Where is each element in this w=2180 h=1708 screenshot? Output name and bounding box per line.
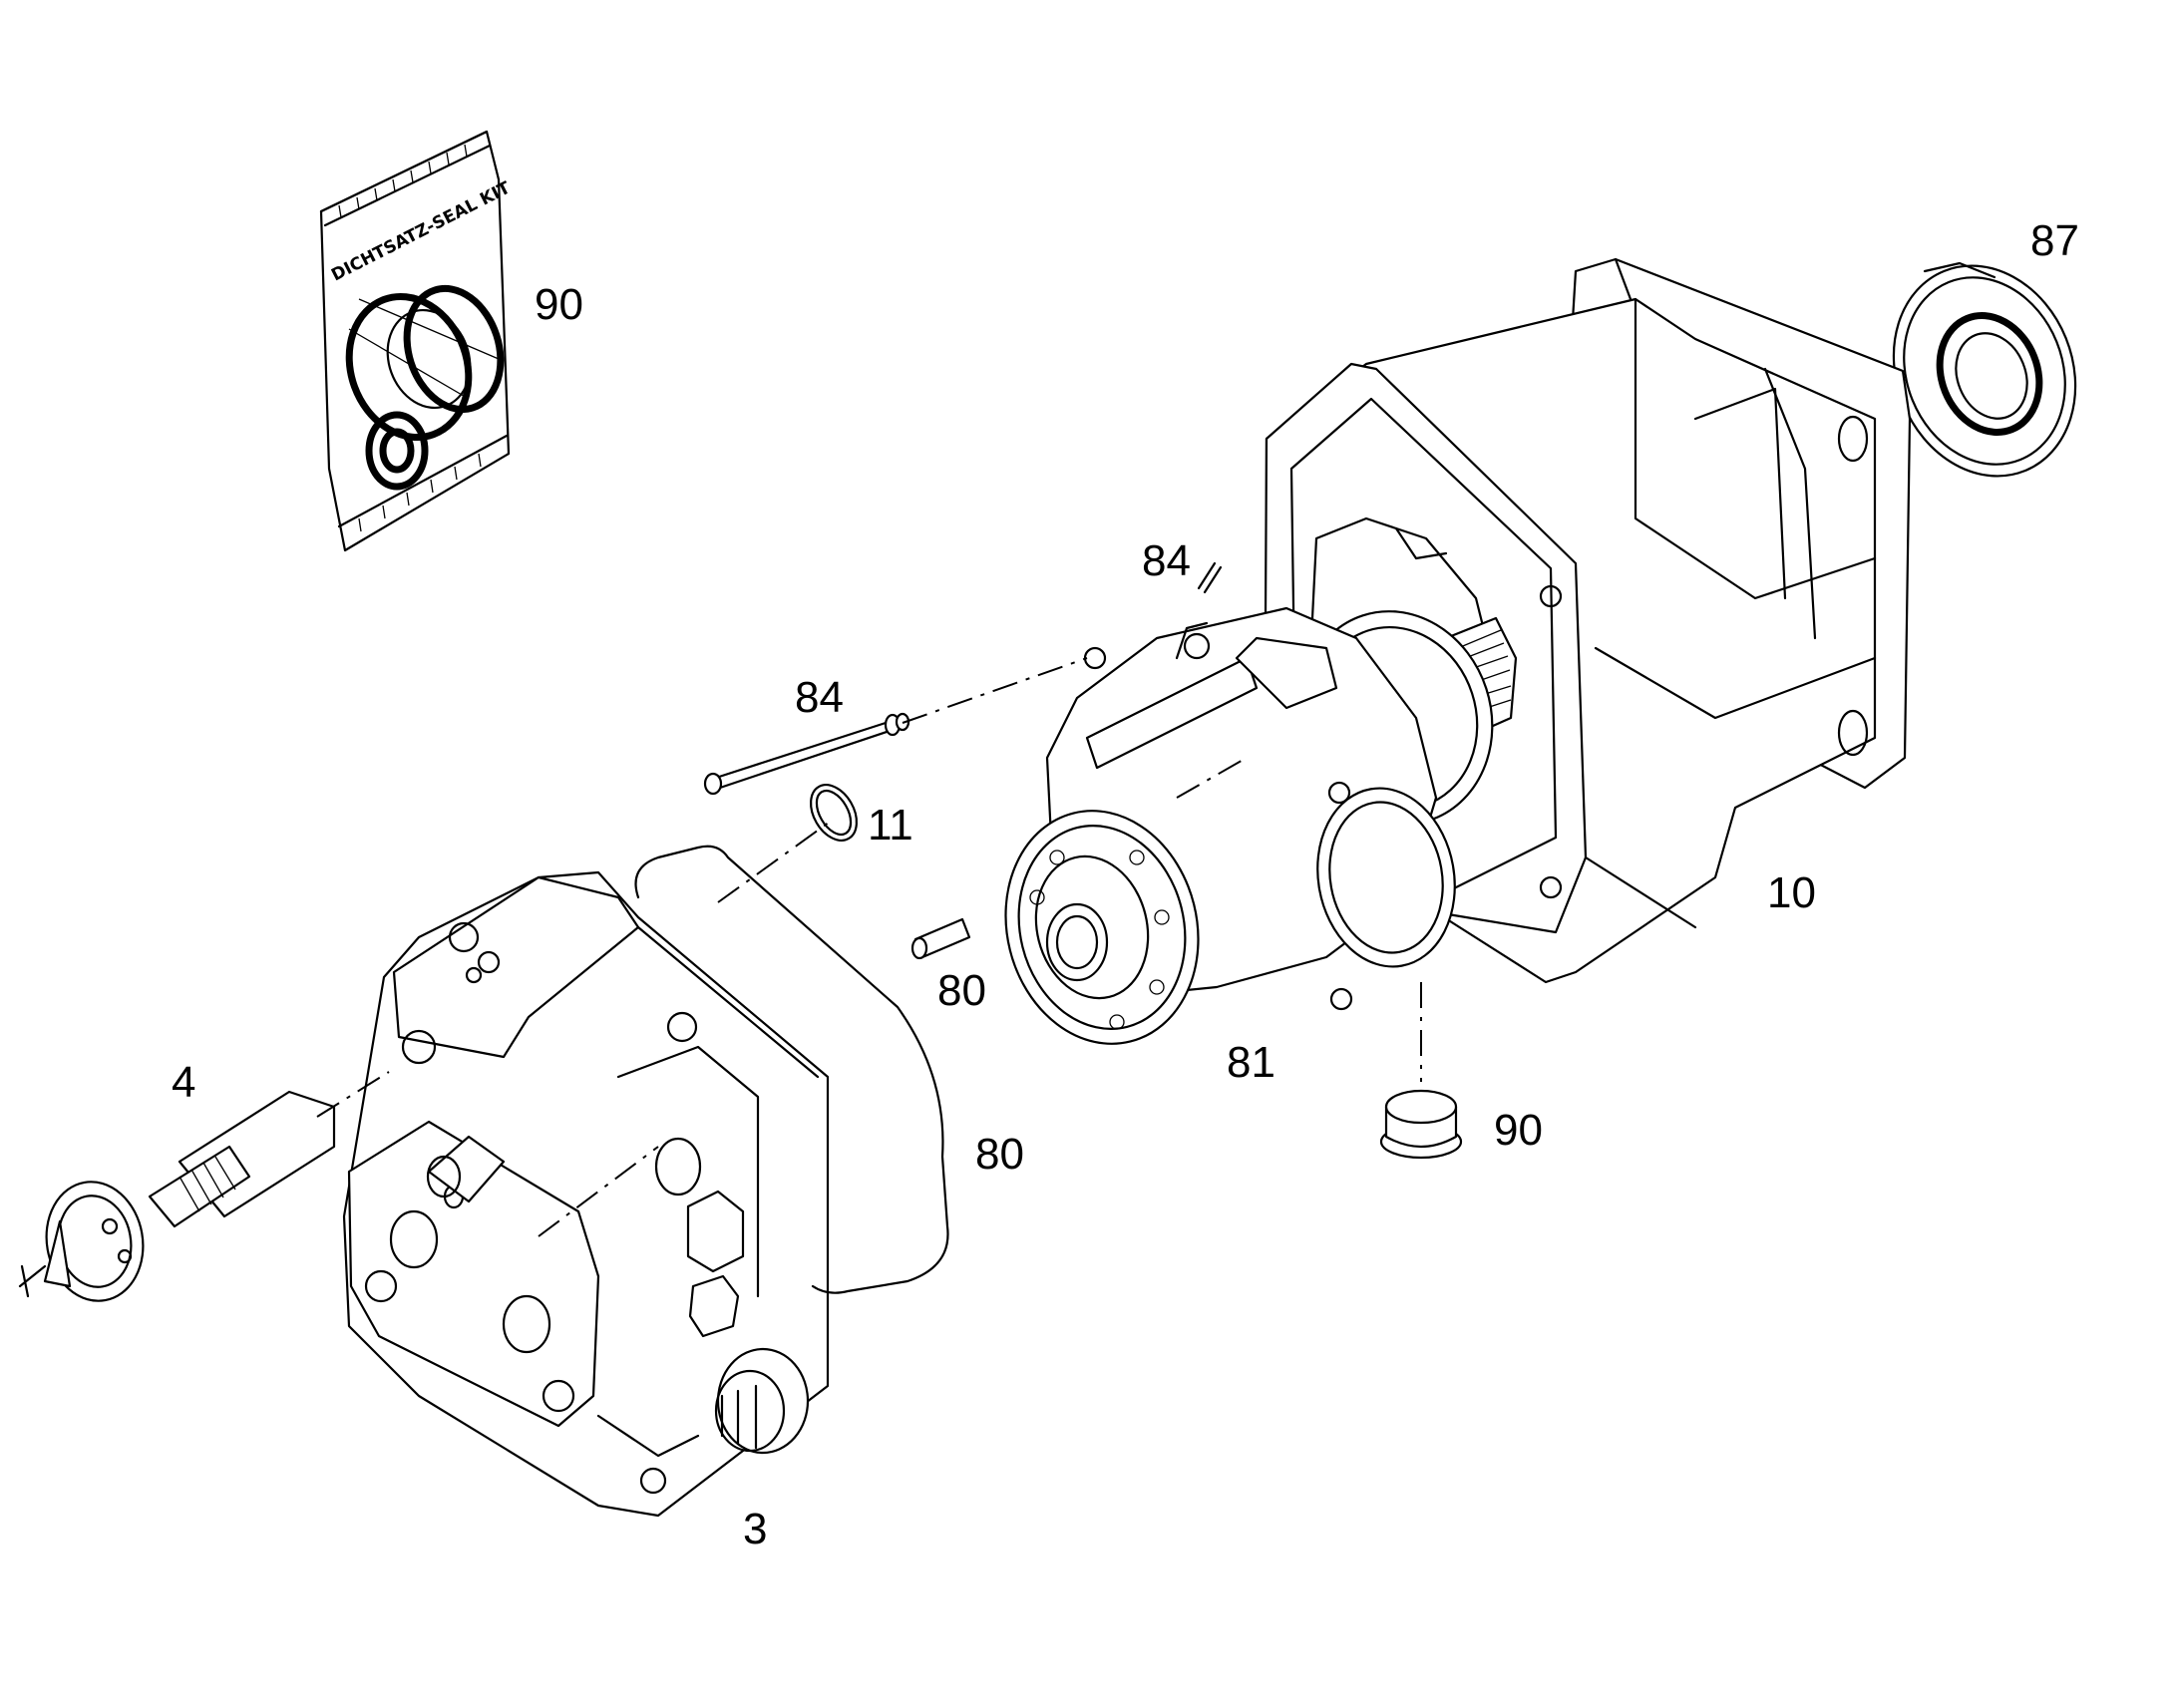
label-part-87: 87 xyxy=(2030,216,2079,265)
label-part-90-seal-kit: 90 xyxy=(535,280,583,329)
label-part-3: 3 xyxy=(743,1505,767,1553)
small-pin xyxy=(1197,561,1223,594)
pilot-spool xyxy=(18,1090,336,1302)
label-part-84-rod: 84 xyxy=(795,673,844,722)
rotating-group xyxy=(1004,606,1518,1045)
label-part-84-top: 84 xyxy=(1142,536,1191,585)
dowel-pin xyxy=(910,917,971,960)
label-part-10: 10 xyxy=(1767,868,1816,917)
snap-ring xyxy=(809,784,859,842)
shaft-seal-ring xyxy=(1892,261,2077,478)
label-part-81: 81 xyxy=(1227,1038,1275,1087)
assembly-centerlines xyxy=(316,657,1422,1237)
label-part-11: 11 xyxy=(868,801,913,850)
label-part-80-pin: 80 xyxy=(937,966,986,1015)
connecting-rod xyxy=(703,712,910,796)
seal-kit-bag: DICHTSATZ-SEAL KIT xyxy=(319,130,514,552)
plug-cap xyxy=(1379,1089,1463,1160)
gasket-o-ring xyxy=(634,845,949,1294)
label-part-80-gasket: 80 xyxy=(975,1130,1024,1179)
control-valve-block xyxy=(342,870,830,1518)
label-part-90-cap: 90 xyxy=(1494,1106,1543,1155)
label-part-4: 4 xyxy=(172,1058,195,1107)
